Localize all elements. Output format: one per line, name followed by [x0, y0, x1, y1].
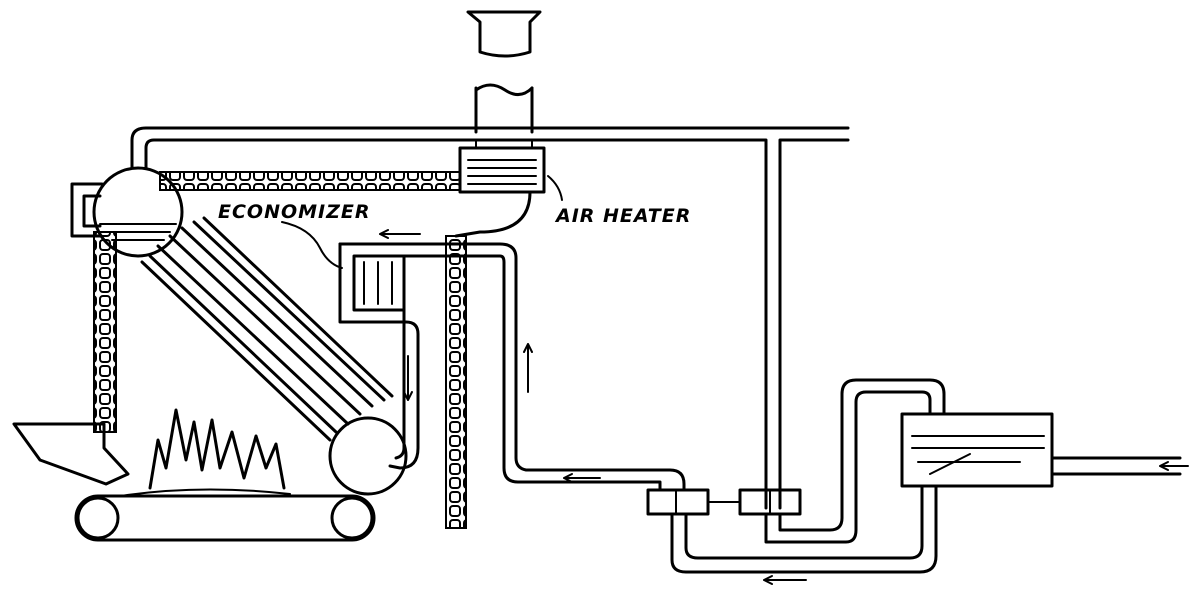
return-line — [670, 484, 938, 574]
fire — [119, 408, 291, 497]
economizer-leader — [281, 221, 343, 269]
economizer — [338, 242, 686, 492]
boiler-tubes — [140, 216, 394, 442]
flow-arrows — [379, 229, 1189, 585]
air-heater — [454, 139, 546, 238]
chain-grate — [74, 494, 376, 542]
feed-pump-1 — [646, 488, 710, 516]
brick-center-wall — [445, 235, 467, 529]
brick-left-wall — [93, 231, 117, 433]
feedwater-heater — [900, 412, 1054, 488]
steam-drum — [92, 166, 184, 258]
feedwater-loop — [778, 378, 946, 532]
superheater-loop — [70, 182, 104, 238]
fuel-hopper — [12, 422, 130, 486]
mud-drum — [328, 416, 408, 496]
steam-line — [130, 126, 850, 510]
inlet-pipe — [1050, 456, 1182, 476]
air-heater-leader — [547, 175, 563, 201]
chimney — [466, 10, 542, 134]
air-heater-label: AIR HEATER — [554, 205, 691, 227]
economizer-label: ECONOMIZER — [218, 201, 371, 223]
brick-roof — [159, 171, 461, 191]
